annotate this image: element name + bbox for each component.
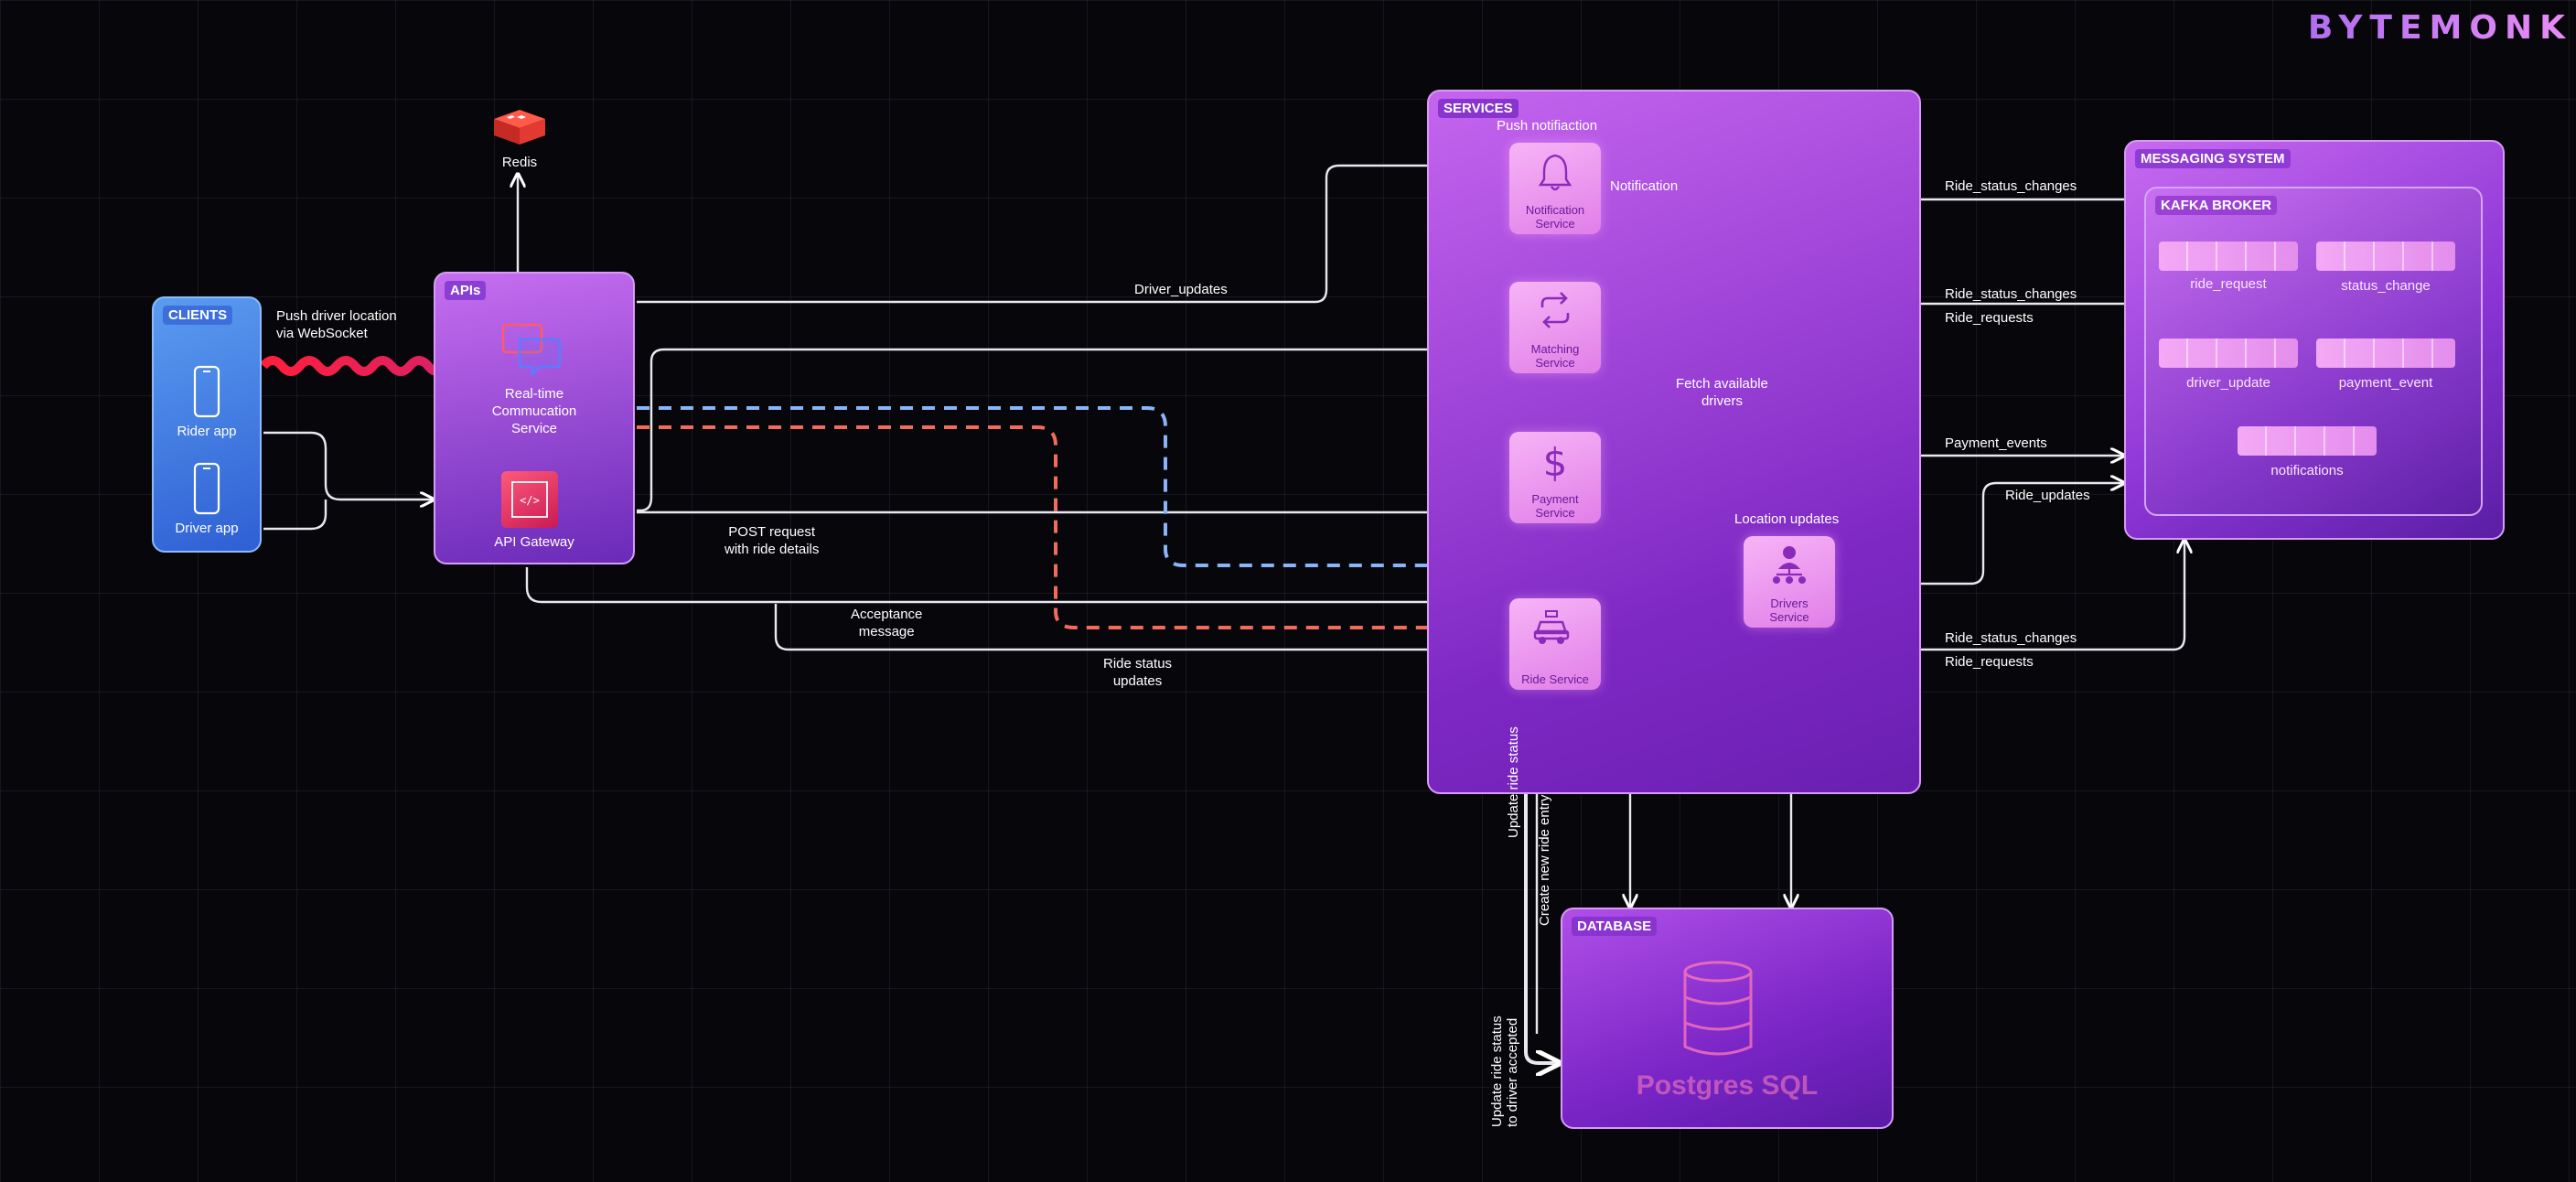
drivers-service-label: Drivers Service bbox=[1769, 596, 1809, 624]
realtime-service-label[interactable]: Real-time Commucation Service bbox=[491, 386, 577, 436]
notification-service[interactable]: Notification Service bbox=[1509, 143, 1601, 234]
kafka-title: KAFKA BROKER bbox=[2155, 196, 2278, 215]
database-icon bbox=[1683, 961, 1753, 1056]
topic-driver-update[interactable] bbox=[2159, 338, 2298, 368]
driver-updates-label: Driver_updates bbox=[1134, 282, 1228, 297]
ride-requests-label: Ride_requests bbox=[1945, 654, 2034, 670]
svg-text:</>: </> bbox=[520, 494, 540, 507]
topic-label: driver_update bbox=[2186, 375, 2270, 391]
create-ride-entry-label: Create new ride entry bbox=[1537, 794, 1552, 926]
push-notification-label: Push notifiaction bbox=[1497, 118, 1598, 134]
notification-edge-label: Notification bbox=[1610, 178, 1679, 194]
topic-payment-event[interactable] bbox=[2316, 338, 2455, 368]
update-ride-status-label: Update ride status bbox=[1506, 726, 1521, 838]
ride-service-label: Ride Service bbox=[1521, 672, 1589, 686]
apis-panel: APIs Real-time Commucation Service </> A… bbox=[434, 272, 635, 564]
payment-service-label: Payment Service bbox=[1531, 492, 1579, 520]
ride-updates-label: Ride_updates bbox=[2005, 488, 2090, 503]
topic-label: status_change bbox=[2341, 278, 2431, 294]
services-panel: SERVICES bbox=[1427, 90, 1921, 794]
chat-icon bbox=[501, 323, 562, 378]
driver-app-label[interactable]: Driver app bbox=[175, 521, 239, 536]
topic-label: ride_request bbox=[2190, 276, 2267, 292]
database-title: DATABASE bbox=[1572, 917, 1658, 936]
phone-icon bbox=[193, 365, 220, 418]
apis-title: APIs bbox=[445, 281, 487, 300]
postgres-label: Postgres SQL bbox=[1636, 1070, 1819, 1101]
ride-status-changes-label: Ride_status_changes bbox=[1945, 178, 2077, 194]
dashed-blue-line bbox=[637, 406, 1744, 567]
notification-service-label: Notification Service bbox=[1525, 203, 1585, 231]
ride-requests-label: Ride_requests bbox=[1945, 310, 2034, 326]
redis-icon bbox=[494, 110, 545, 145]
payment-service[interactable]: $ Payment Service bbox=[1509, 432, 1601, 523]
brand-logo: BYTEMONK bbox=[2307, 9, 2572, 47]
clients-title: CLIENTS bbox=[163, 306, 233, 325]
svg-text:$: $ bbox=[1543, 440, 1568, 485]
redis-label: Redis bbox=[501, 155, 538, 170]
topic-label: payment_event bbox=[2338, 375, 2433, 391]
messaging-title: MESSAGING SYSTEM bbox=[2135, 149, 2291, 168]
ride-service[interactable]: Ride Service bbox=[1509, 598, 1601, 690]
update-driver-accepted-label: Update ride status to driver accepted bbox=[1489, 1015, 1520, 1127]
phone-icon bbox=[193, 462, 220, 515]
acceptance-label: Acceptance message bbox=[851, 607, 923, 639]
matching-service[interactable]: Matching Service bbox=[1509, 282, 1601, 373]
database-panel: DATABASE Postgres SQL bbox=[1561, 908, 1894, 1129]
payment-events-label: Payment_events bbox=[1945, 435, 2047, 451]
bell-icon bbox=[1538, 154, 1572, 191]
dollar-icon: $ bbox=[1543, 440, 1568, 485]
api-gateway-label[interactable]: API Gateway bbox=[494, 534, 574, 550]
location-updates-label: Location updates bbox=[1734, 511, 1840, 527]
taxi-icon bbox=[1533, 610, 1570, 644]
drivers-service[interactable]: Drivers Service bbox=[1744, 536, 1835, 628]
ride-status-changes-label: Ride_status_changes bbox=[1945, 630, 2077, 646]
ride-status-changes-label: Ride_status_changes bbox=[1945, 286, 2077, 302]
driver-network-icon bbox=[1773, 546, 1806, 584]
dashed-red-line bbox=[637, 425, 1508, 629]
services-title: SERVICES bbox=[1438, 99, 1519, 118]
sync-icon bbox=[1540, 292, 1570, 328]
ride-status-updates-label: Ride status updates bbox=[1103, 656, 1173, 689]
fetch-drivers-label: Fetch available drivers bbox=[1676, 376, 1768, 409]
matching-service-label: Matching Service bbox=[1530, 342, 1580, 370]
websocket-label: Push driver location via WebSocket bbox=[276, 308, 397, 341]
topic-ride-request[interactable] bbox=[2159, 242, 2298, 271]
post-request-label: POST request with ride details bbox=[724, 524, 820, 557]
api-gateway-icon: </> bbox=[501, 471, 558, 528]
redis-node[interactable]: Redis bbox=[485, 101, 554, 177]
topic-label: notifications bbox=[2270, 463, 2344, 478]
topic-notifications[interactable] bbox=[2238, 426, 2377, 456]
clients-panel: CLIENTS Rider app Driver app bbox=[152, 296, 262, 553]
rider-app-label[interactable]: Rider app bbox=[177, 424, 237, 439]
topic-status-change[interactable] bbox=[2316, 242, 2455, 271]
